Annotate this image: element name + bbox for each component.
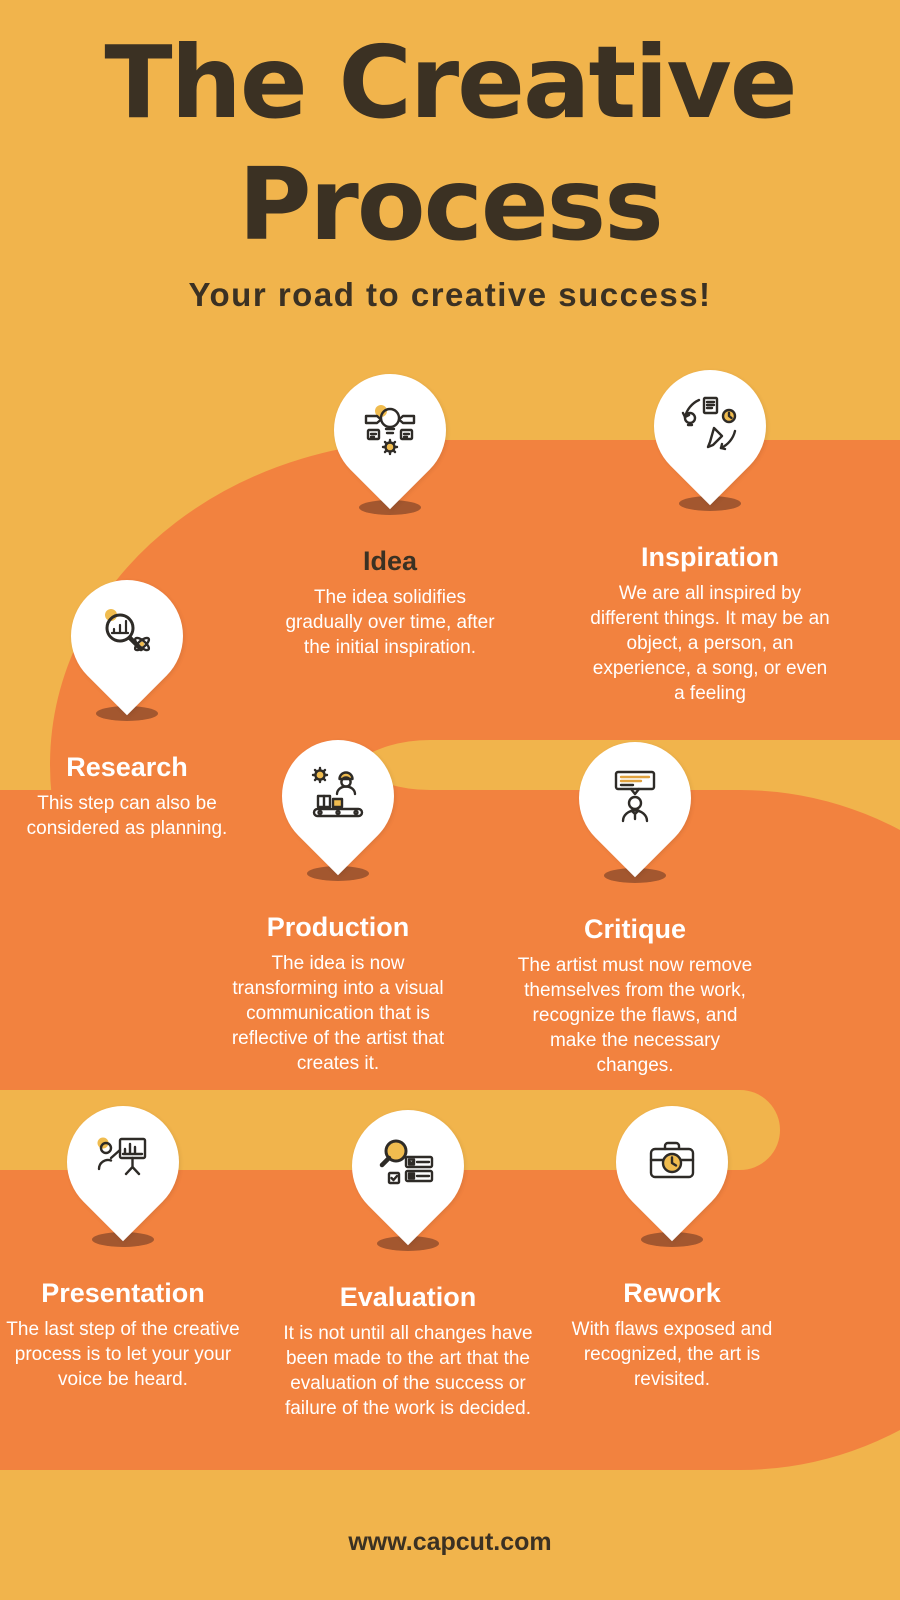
presentation-icon — [91, 1129, 155, 1193]
map-pin — [258, 716, 418, 876]
step-title: Rework — [623, 1278, 721, 1308]
step-title: Production — [266, 912, 410, 942]
map-pin — [310, 350, 470, 510]
critique-icon — [603, 765, 667, 829]
step-production: Production The idea is now transforming … — [223, 716, 453, 1076]
step-description: We are all inspired by different things.… — [590, 582, 830, 704]
step-description: It is not until all changes have been ma… — [283, 1322, 533, 1419]
step-title: Presentation — [41, 1278, 205, 1308]
step-title: Inspiration — [640, 542, 779, 572]
map-pin — [43, 1082, 203, 1242]
step-description: This step can also be considered as plan… — [26, 792, 228, 839]
idea-icon — [358, 397, 422, 461]
map-pin — [630, 346, 790, 506]
map-pin — [555, 718, 715, 878]
evaluation-icon — [376, 1133, 440, 1197]
step-inspiration: Inspiration We are all inspired by diffe… — [585, 346, 835, 706]
research-icon — [95, 603, 159, 667]
step-presentation: Presentation The last step of the creati… — [0, 1082, 248, 1392]
step-title: Idea — [362, 546, 418, 576]
step-idea: Idea The idea solidifies gradually over … — [280, 350, 500, 660]
step-evaluation: Evaluation It is not until all changes h… — [283, 1086, 533, 1421]
map-pin — [592, 1082, 752, 1242]
map-pin — [47, 556, 207, 716]
step-research: Research This step can also be considere… — [17, 556, 237, 841]
step-title: Evaluation — [339, 1282, 477, 1312]
footer: www.capcut.com — [0, 1528, 900, 1557]
step-description: The last step of the creative process is… — [6, 1318, 240, 1390]
step-description: The idea solidifies gradually over time,… — [285, 586, 495, 658]
step-critique: Critique The artist must now remove them… — [510, 718, 760, 1078]
step-rework: Rework With flaws exposed and recognized… — [547, 1082, 797, 1392]
step-title: Research — [66, 752, 188, 782]
page-title: The Creative Process — [0, 22, 900, 266]
step-description: The artist must now remove themselves fr… — [517, 954, 753, 1076]
map-pin — [328, 1086, 488, 1246]
step-description: The idea is now transforming into a visu… — [231, 952, 445, 1074]
step-title: Critique — [583, 914, 686, 944]
page-title-line1: The Creative — [104, 24, 797, 141]
inspiration-icon — [678, 393, 742, 457]
header: The Creative Process Your road to creati… — [0, 22, 900, 314]
rework-icon — [640, 1129, 704, 1193]
production-icon — [306, 763, 370, 827]
step-description: With flaws exposed and recognized, the a… — [571, 1318, 773, 1390]
page-subtitle: Your road to creative success! — [188, 276, 712, 313]
website-link[interactable]: www.capcut.com — [348, 1528, 552, 1556]
page-title-line2: Process — [238, 146, 663, 263]
